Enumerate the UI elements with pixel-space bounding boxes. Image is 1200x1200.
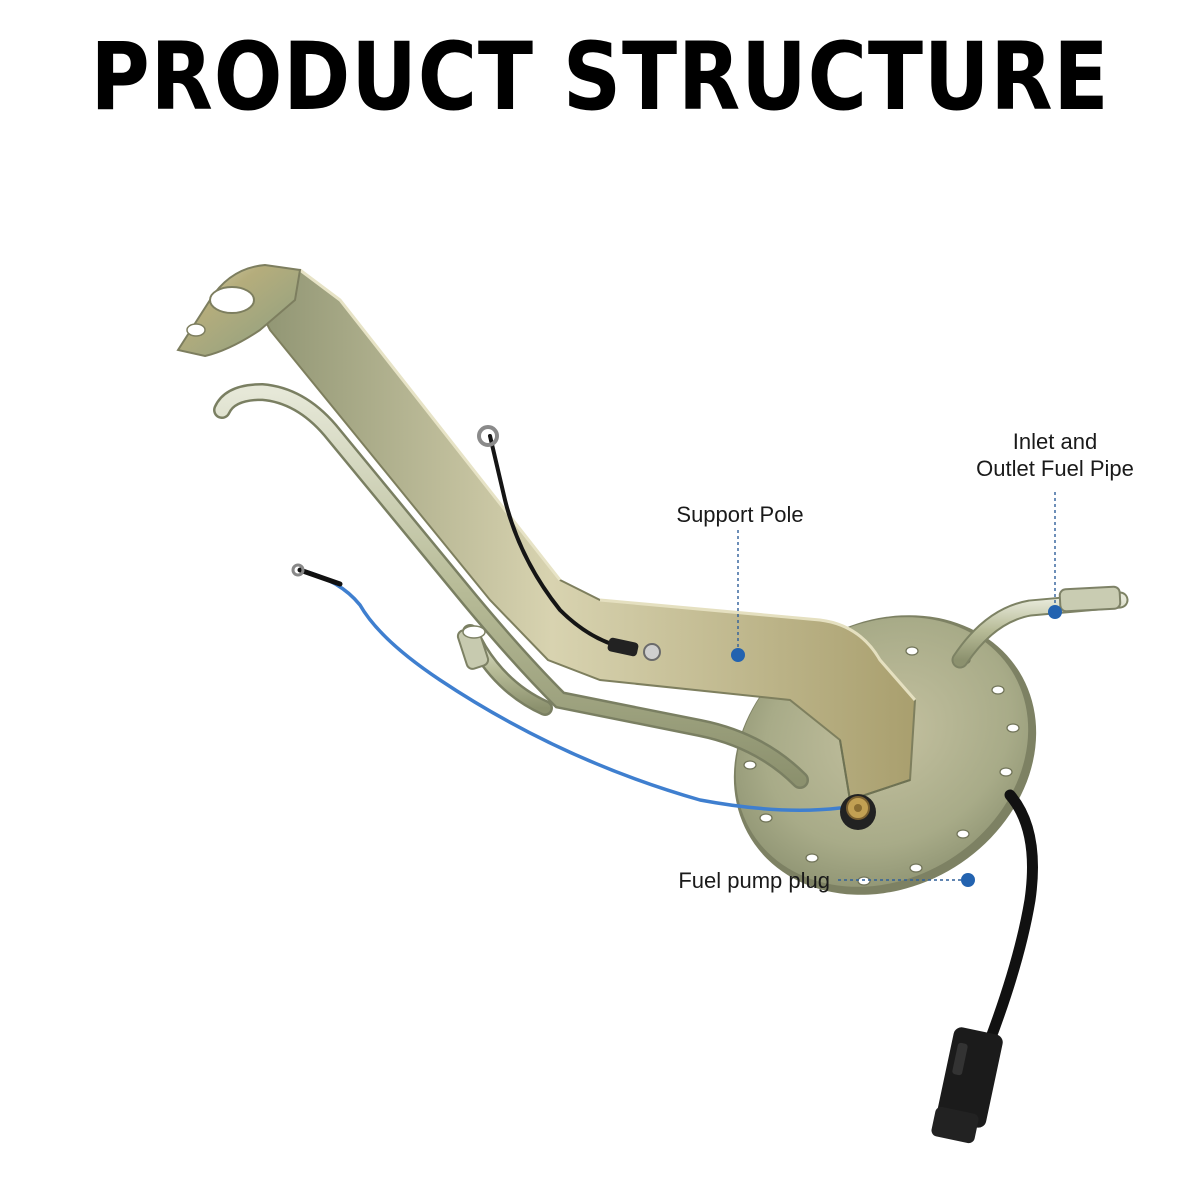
inlet-outlet-label-line1: Inlet and [1012,429,1098,454]
inlet-outlet-label: Inlet and Outlet Fuel Pipe [940,428,1170,482]
inlet-stub [456,625,490,670]
callout-dots [731,605,1062,887]
inlet-callout-dot [1048,605,1062,619]
black-ground-wire [477,425,661,661]
fuel-pump-plug-label: Fuel pump plug [678,868,830,893]
plug-callout-dot [961,873,975,887]
fuel-pump-plug [931,1027,1003,1144]
page-title: PRODUCT STRUCTURE [90,23,1110,132]
support-pole-label: Support Pole [676,502,804,527]
callout-lines [737,492,1056,881]
support-callout-dot [731,648,745,662]
inlet-outlet-label-line2: Outlet Fuel Pipe [976,456,1134,481]
blue-sensor-wire [291,563,842,812]
pump-harness-wire [984,789,1038,1046]
terminal-nut [840,794,876,830]
top-bracket [176,263,302,358]
support-pole [253,268,917,802]
inlet-outlet-fuel-pipe [951,585,1129,669]
